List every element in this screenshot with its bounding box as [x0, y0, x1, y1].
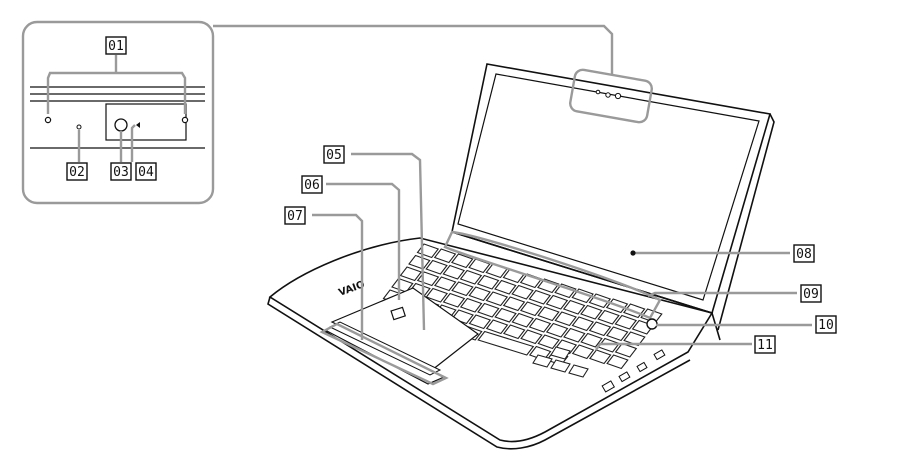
keyboard-key [451, 281, 474, 297]
keyboard-key [580, 332, 603, 348]
keyboard-key [563, 327, 586, 343]
callout-01: 01 [105, 36, 127, 55]
keyboard-key [614, 314, 637, 330]
callout-02: 02 [66, 162, 88, 181]
keyboard-key [485, 319, 509, 335]
keyboard-key [520, 329, 543, 345]
keyboard-key [399, 266, 423, 282]
svg-text:08: 08 [796, 247, 812, 262]
keyboard-key [494, 279, 517, 295]
keyboard-key [468, 314, 492, 330]
callout-11: 11 [754, 335, 776, 354]
keyboard-key [442, 264, 465, 280]
callout-10: 10 [815, 315, 837, 334]
keyboard-key [554, 283, 577, 299]
keyboard-key [606, 354, 629, 370]
keyboard-key [545, 322, 569, 338]
svg-text:11: 11 [757, 338, 773, 353]
svg-text:06: 06 [304, 178, 320, 193]
keyboard-key [537, 334, 560, 350]
callout-03: 03 [110, 162, 132, 181]
svg-text:03: 03 [113, 165, 129, 180]
inset-connector-line [213, 24, 614, 74]
camera-lens-icon [114, 118, 128, 132]
keyboard-key [511, 312, 534, 328]
touchpad-buttons [324, 329, 445, 385]
keyboard-key [416, 271, 440, 287]
keyboard-key [614, 342, 638, 358]
ir-sensor-icon [136, 122, 140, 128]
keyboard-key [503, 324, 526, 340]
keyboard-key [485, 291, 509, 307]
keyboard-key [425, 259, 448, 275]
arrow-key [550, 346, 571, 360]
arrow-key [568, 364, 589, 378]
svg-text:07: 07 [287, 209, 303, 224]
callout-09: 09 [800, 284, 822, 303]
arrow-key [550, 359, 571, 373]
keyboard-key [442, 292, 466, 308]
fingerprint-sensor [390, 306, 407, 321]
keyboard-key [571, 316, 595, 332]
keyboard-key [537, 278, 560, 294]
keyboard-key [494, 307, 517, 323]
keyboard-key [597, 309, 620, 325]
keyboard-key [520, 301, 543, 317]
leader-lines [312, 152, 812, 351]
keyboard-key [562, 299, 586, 315]
arrow-key [532, 354, 553, 368]
callout-05: 05 [323, 145, 345, 164]
keyboard-key [545, 294, 569, 310]
svg-text:04: 04 [138, 165, 154, 180]
microphone-left-icon [44, 116, 52, 124]
keyboard-key [537, 306, 560, 322]
svg-text:05: 05 [326, 148, 342, 163]
keyboard-key [434, 276, 457, 292]
callout-06: 06 [301, 175, 323, 194]
keyboard-key [571, 344, 595, 360]
keyboard-key [477, 330, 535, 356]
callout-08: 08 [793, 244, 815, 263]
svg-text:02: 02 [69, 165, 85, 180]
keyboard-key [580, 304, 603, 320]
keyboard-key [425, 287, 448, 303]
laptop-illustration: VAIO [267, 63, 775, 450]
svg-text:10: 10 [818, 318, 834, 333]
keyboard-key [476, 274, 500, 290]
callout-04: 04 [135, 162, 157, 181]
keyboard-key [511, 284, 534, 300]
keyboard-key [554, 311, 577, 327]
keyboard-key [502, 296, 526, 312]
power-button [646, 318, 658, 330]
svg-text:01: 01 [108, 39, 124, 54]
keyboard-key [623, 331, 646, 347]
keyboard-key [597, 337, 620, 353]
svg-text:09: 09 [803, 287, 819, 302]
callout-07: 07 [284, 206, 306, 225]
keyboard-key [451, 253, 474, 269]
keyboard-key [606, 326, 629, 342]
keyboard-key [408, 254, 431, 270]
microphone-right-icon [181, 116, 189, 124]
keyboard-key [459, 269, 483, 285]
keyboard-key [477, 302, 500, 318]
keyboard-key [588, 321, 612, 337]
keyboard-key [468, 286, 491, 302]
keyboard-key [528, 317, 552, 333]
camera-detail-inset [21, 20, 215, 205]
camera-indicator-icon [76, 124, 82, 130]
keyboard-key [528, 289, 551, 305]
keyboard-key [416, 243, 440, 259]
keyboard-key [433, 248, 457, 264]
keyboard-key [459, 297, 483, 313]
keyboard-key [589, 349, 612, 365]
